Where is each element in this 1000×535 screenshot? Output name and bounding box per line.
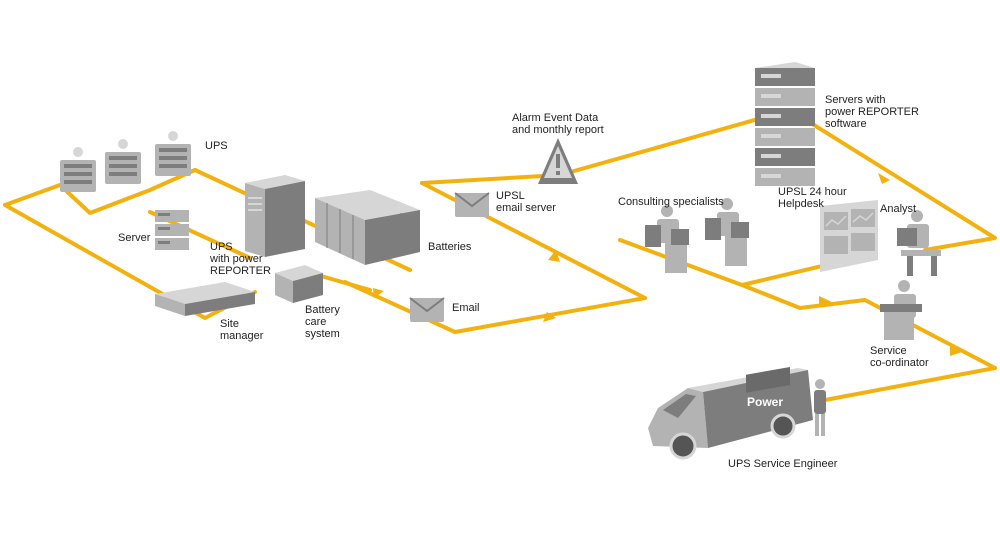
server-icon <box>155 210 189 250</box>
label-upsl-helpdesk: UPSL 24 hour Helpdesk <box>778 186 847 210</box>
server-stack-icon <box>755 62 815 186</box>
label-email: Email <box>452 302 480 314</box>
service-van-icon <box>648 366 813 460</box>
service-coordinator-icon <box>880 280 922 340</box>
ups-tower-icon <box>245 175 305 257</box>
consulting-specialists-icon <box>645 198 749 273</box>
label-alarm-event-data: Alarm Event Data and monthly report <box>512 112 604 136</box>
label-server: Server <box>118 232 151 244</box>
flow-arrows <box>373 173 962 356</box>
label-site-manager: Site manager <box>220 318 264 342</box>
ups-units <box>60 131 191 192</box>
label-upsl-email-server: UPSL email server <box>496 190 556 214</box>
site-link-top <box>3 168 197 215</box>
email-line <box>343 280 647 334</box>
battery-care-system-icon <box>275 265 323 303</box>
analyst-icon <box>897 210 941 276</box>
label-servers-power-reporter: Servers with power REPORTER software <box>825 94 919 130</box>
flow-arrow <box>548 250 560 262</box>
ups-unit <box>155 131 191 176</box>
flow-arrow <box>543 312 556 322</box>
ups-unit <box>60 147 96 192</box>
envelope-icon <box>409 297 445 322</box>
ups-unit <box>105 139 141 184</box>
label-battery-care-system: Battery care system <box>305 304 340 340</box>
network-lines <box>3 108 997 402</box>
label-consulting-specialists: Consulting specialists <box>618 196 724 208</box>
servers-to-analyst <box>788 108 997 252</box>
van-brand-text: Power <box>747 395 784 409</box>
label-ups-service-engineer: UPS Service Engineer <box>728 458 838 470</box>
label-ups-power-reporter: UPS with power REPORTER <box>210 241 271 277</box>
battery-bank-icon <box>315 190 420 265</box>
label-ups: UPS <box>205 140 228 152</box>
coordinator-to-engineer <box>823 366 997 402</box>
helpdesk-to-coordinator <box>740 283 997 370</box>
alarm-to-servers <box>558 108 792 177</box>
email-server-to-alarm <box>420 173 562 185</box>
warning-triangle-icon <box>538 138 578 184</box>
label-batteries: Batteries <box>428 241 472 253</box>
flow-arrow <box>373 288 384 298</box>
flow-arrow <box>950 346 962 356</box>
flow-arrow <box>819 296 832 306</box>
service-engineer-icon <box>814 379 826 436</box>
label-analyst: Analyst <box>880 203 917 215</box>
site-manager-icon <box>155 282 255 316</box>
label-service-coordinator: Service co-ordinator <box>870 345 929 369</box>
flow-arrow <box>878 173 890 184</box>
helpdesk-screens-icon <box>820 200 878 272</box>
email-server-envelope-icon <box>454 192 490 217</box>
